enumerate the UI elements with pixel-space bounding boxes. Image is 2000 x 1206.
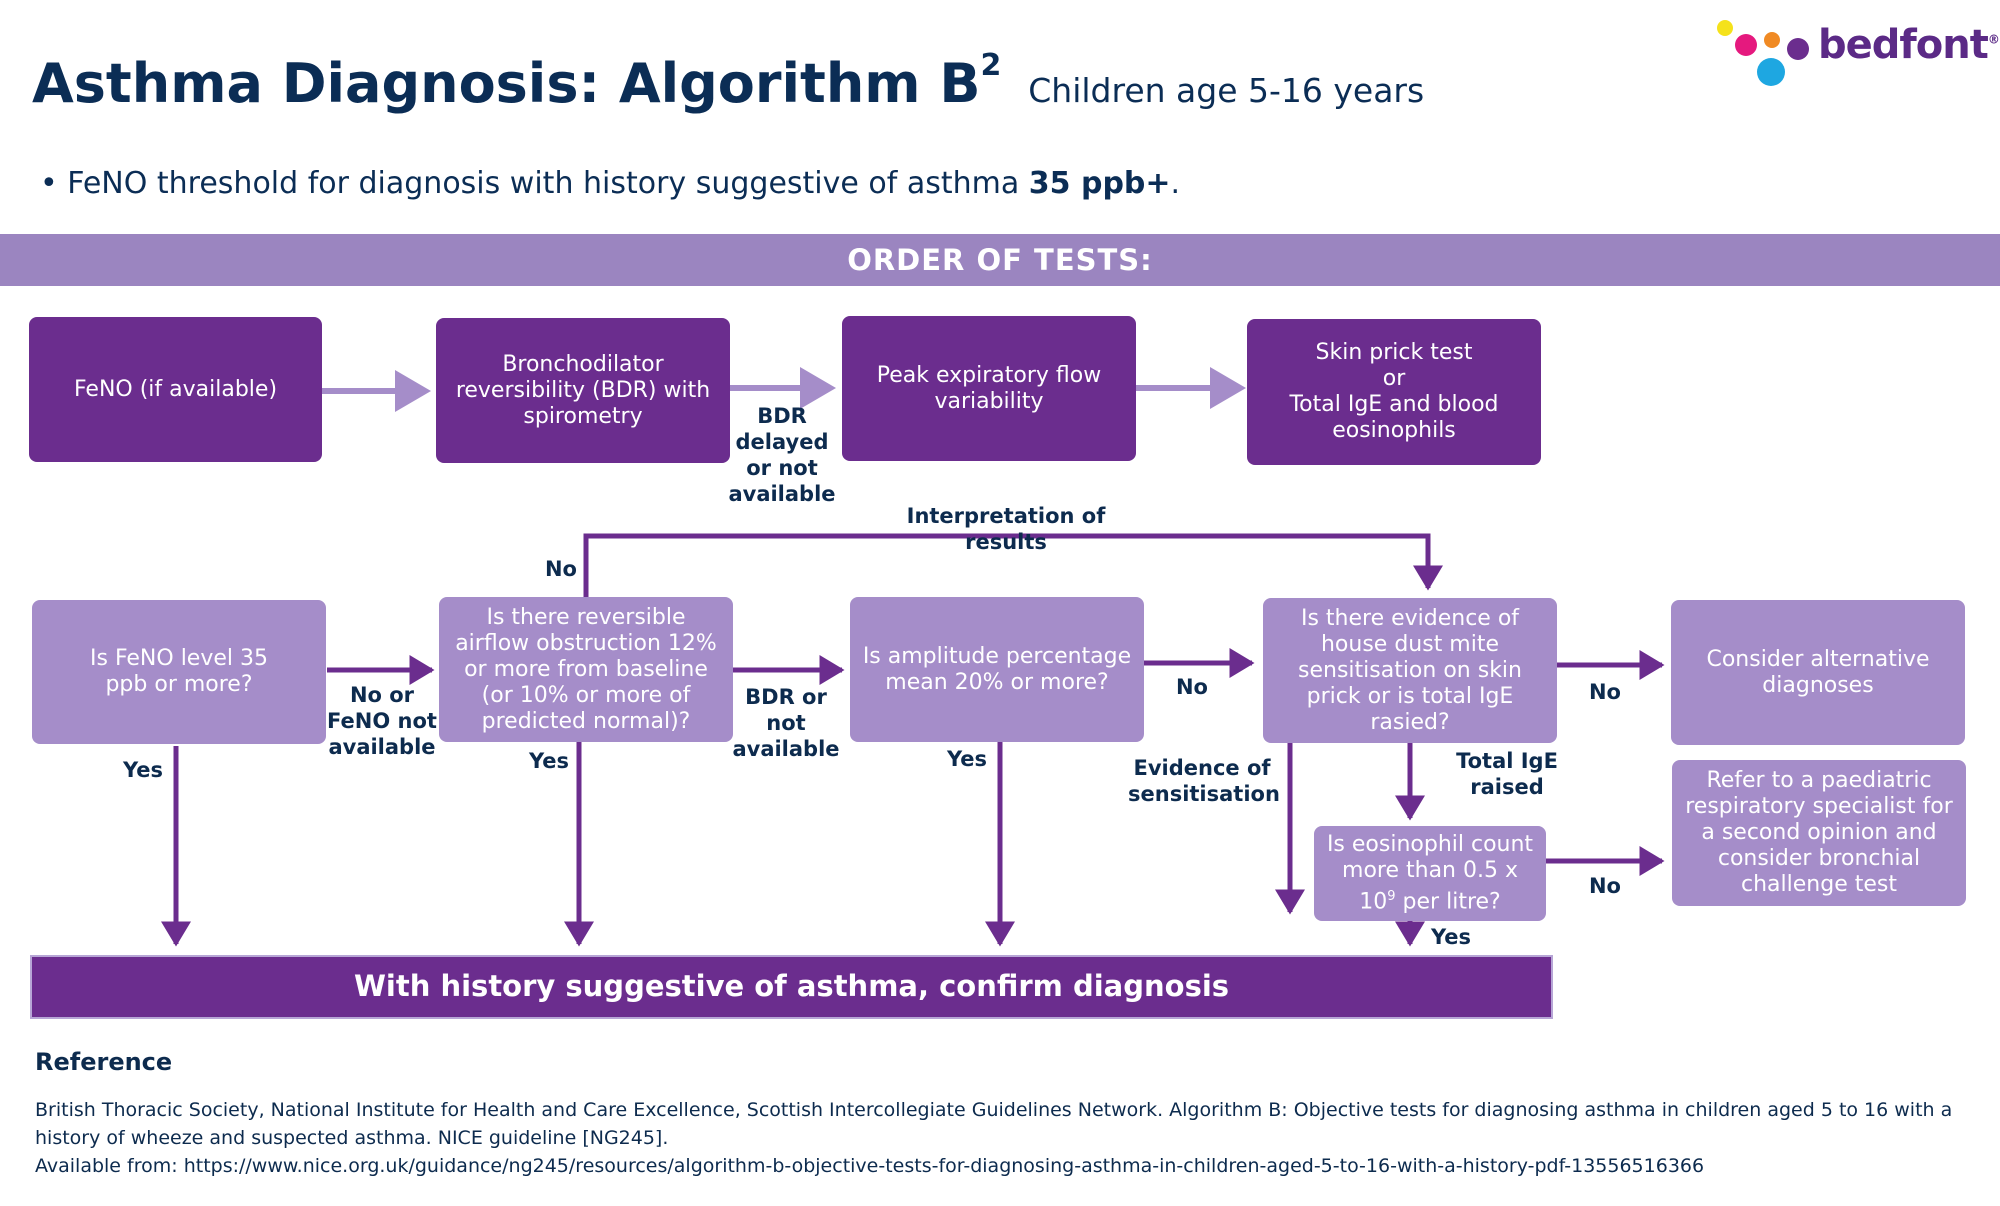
bullet-bold-value: 35 ppb+ bbox=[1028, 166, 1171, 201]
bullet-dot-icon: • bbox=[40, 166, 68, 201]
bullet-suffix: . bbox=[1170, 166, 1181, 201]
bullet-text: FeNO threshold for diagnosis with histor… bbox=[67, 166, 1020, 201]
question-eosinophil-count: Is eosinophil count more than 0.5 x 109 … bbox=[1314, 826, 1546, 921]
label-evidence-sensitisation: Evidence of sensitisation bbox=[1128, 756, 1280, 806]
test-skin-prick: Skin prick test or Total IgE and blood e… bbox=[1247, 319, 1541, 465]
label-no-dust: No bbox=[1588, 680, 1621, 704]
reference-url: Available from: https://www.nice.org.uk/… bbox=[35, 1155, 1705, 1177]
label-no-eos: No bbox=[1588, 874, 1621, 898]
order-of-tests-banner: ORDER OF TESTS: bbox=[0, 234, 2000, 286]
skin-line-2: or bbox=[1382, 366, 1406, 391]
confirm-diagnosis-bar: With history suggestive of asthma, confi… bbox=[30, 955, 1553, 1019]
skin-line-3: Total IgE and blood eosinophils bbox=[1289, 392, 1499, 443]
skin-line-1: Skin prick test bbox=[1315, 340, 1473, 365]
reference-citation: British Thoracic Society, National Insti… bbox=[35, 1099, 1953, 1149]
page-title: Asthma Diagnosis: Algorithm B2 Children … bbox=[32, 48, 1425, 115]
label-yes-amp: Yes bbox=[946, 747, 988, 771]
reference-text: British Thoracic Society, National Insti… bbox=[35, 1096, 1975, 1180]
reference-heading: Reference bbox=[35, 1048, 173, 1076]
question-house-dust-mite: Is there evidence of house dust mite sen… bbox=[1263, 598, 1557, 743]
title-superscript: 2 bbox=[980, 48, 1002, 83]
feno-threshold-bullet: • FeNO threshold for diagnosis with hist… bbox=[40, 166, 1180, 201]
question-reversible-obstruction: Is there reversible airflow obstruction … bbox=[439, 597, 733, 742]
page-subtitle: Children age 5-16 years bbox=[1028, 71, 1425, 110]
label-bdr-not: BDR or not available bbox=[732, 685, 840, 761]
logo-registered: ® bbox=[1987, 32, 2000, 47]
label-ige-raised: Total IgE raised bbox=[1456, 749, 1558, 799]
logo-text: bedfont bbox=[1818, 22, 1989, 68]
logo-wordmark: bedfont® bbox=[1818, 22, 2000, 68]
label-no-feno: No or FeNO not available bbox=[327, 683, 437, 759]
label-no-top: No bbox=[544, 557, 577, 581]
bedfont-logo-icon bbox=[1717, 20, 1809, 86]
title-text: Asthma Diagnosis: Algorithm B bbox=[32, 52, 981, 115]
label-yes-feno: Yes bbox=[122, 758, 164, 782]
outcome-alternative-diagnoses: Consider alternative diagnoses bbox=[1671, 600, 1965, 745]
label-no-amp: No bbox=[1175, 675, 1208, 699]
label-bdr-delayed: BDR delayed or not available bbox=[728, 404, 836, 506]
test-feno: FeNO (if available) bbox=[29, 317, 322, 462]
label-interpretation: Interpretation of results bbox=[906, 504, 1106, 554]
label-yes-rev: Yes bbox=[528, 749, 570, 773]
outcome-refer-specialist: Refer to a paediatric respiratory specia… bbox=[1672, 760, 1966, 906]
eosinophil-text: Is eosinophil count more than 0.5 x 109 … bbox=[1326, 831, 1534, 915]
test-pef: Peak expiratory flow variability bbox=[842, 316, 1136, 461]
label-yes-eos: Yes bbox=[1430, 925, 1472, 949]
question-feno-level: Is FeNO level 35 ppb or more? bbox=[32, 600, 326, 744]
arrow-no-loop bbox=[583, 533, 1443, 597]
test-bdr: Bronchodilator reversibility (BDR) with … bbox=[436, 318, 730, 463]
question-amplitude: Is amplitude percentage mean 20% or more… bbox=[850, 597, 1144, 742]
